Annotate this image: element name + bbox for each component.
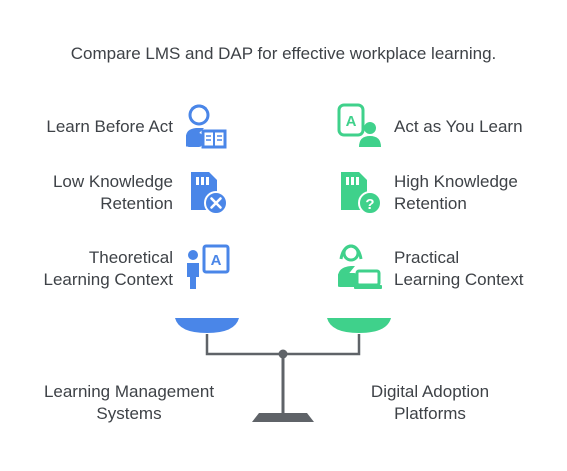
left-item-3-line1: Theoretical xyxy=(88,248,173,267)
right-caption: Digital Adoption Platforms xyxy=(330,381,530,425)
scale-base xyxy=(252,413,314,422)
left-caption-line1: Learning Management xyxy=(43,382,215,401)
page-title: Compare LMS and DAP for effective workpl… xyxy=(70,44,497,63)
memory-card-x-icon xyxy=(191,172,228,215)
right-item-3-line1: Practical xyxy=(394,248,460,267)
left-item-1-label: Learn Before Act xyxy=(3,116,173,138)
right-scale-pan xyxy=(327,318,391,333)
right-item-2-line2: Retention xyxy=(394,194,467,213)
person-laptop-icon xyxy=(338,244,382,289)
right-item-1-label: Act as You Learn xyxy=(394,116,564,138)
left-caption-line2: Systems xyxy=(96,404,162,423)
right-caption-line1: Digital Adoption xyxy=(370,382,490,401)
user-letter-card-icon: A xyxy=(337,103,381,147)
left-item-2-line2: Retention xyxy=(100,194,173,213)
left-item-2-label: Low Knowledge Retention xyxy=(3,171,173,215)
right-item-3-line2: Learning Context xyxy=(394,270,524,289)
left-scale-pan xyxy=(175,318,239,333)
left-item-3-line2: Learning Context xyxy=(43,270,173,289)
right-caption-line2: Platforms xyxy=(394,404,466,423)
reading-person-icon xyxy=(186,104,227,149)
person-board-icon: A xyxy=(187,244,230,289)
svg-text:?: ? xyxy=(365,196,374,213)
left-item-3-label: Theoretical Learning Context xyxy=(3,247,173,291)
svg-text:A: A xyxy=(346,113,357,130)
right-item-1-line1: Act as You Learn xyxy=(394,117,523,136)
right-item-2-line1: High Knowledge xyxy=(394,172,518,191)
left-caption: Learning Management Systems xyxy=(20,381,238,425)
memory-card-question-icon: ? xyxy=(341,172,382,215)
left-item-2-line1: Low Knowledge xyxy=(52,172,173,191)
right-item-2-label: High Knowledge Retention xyxy=(394,171,564,215)
svg-text:A: A xyxy=(211,252,222,269)
right-item-3-label: Practical Learning Context xyxy=(394,247,564,291)
left-item-1-line1: Learn Before Act xyxy=(46,117,173,136)
